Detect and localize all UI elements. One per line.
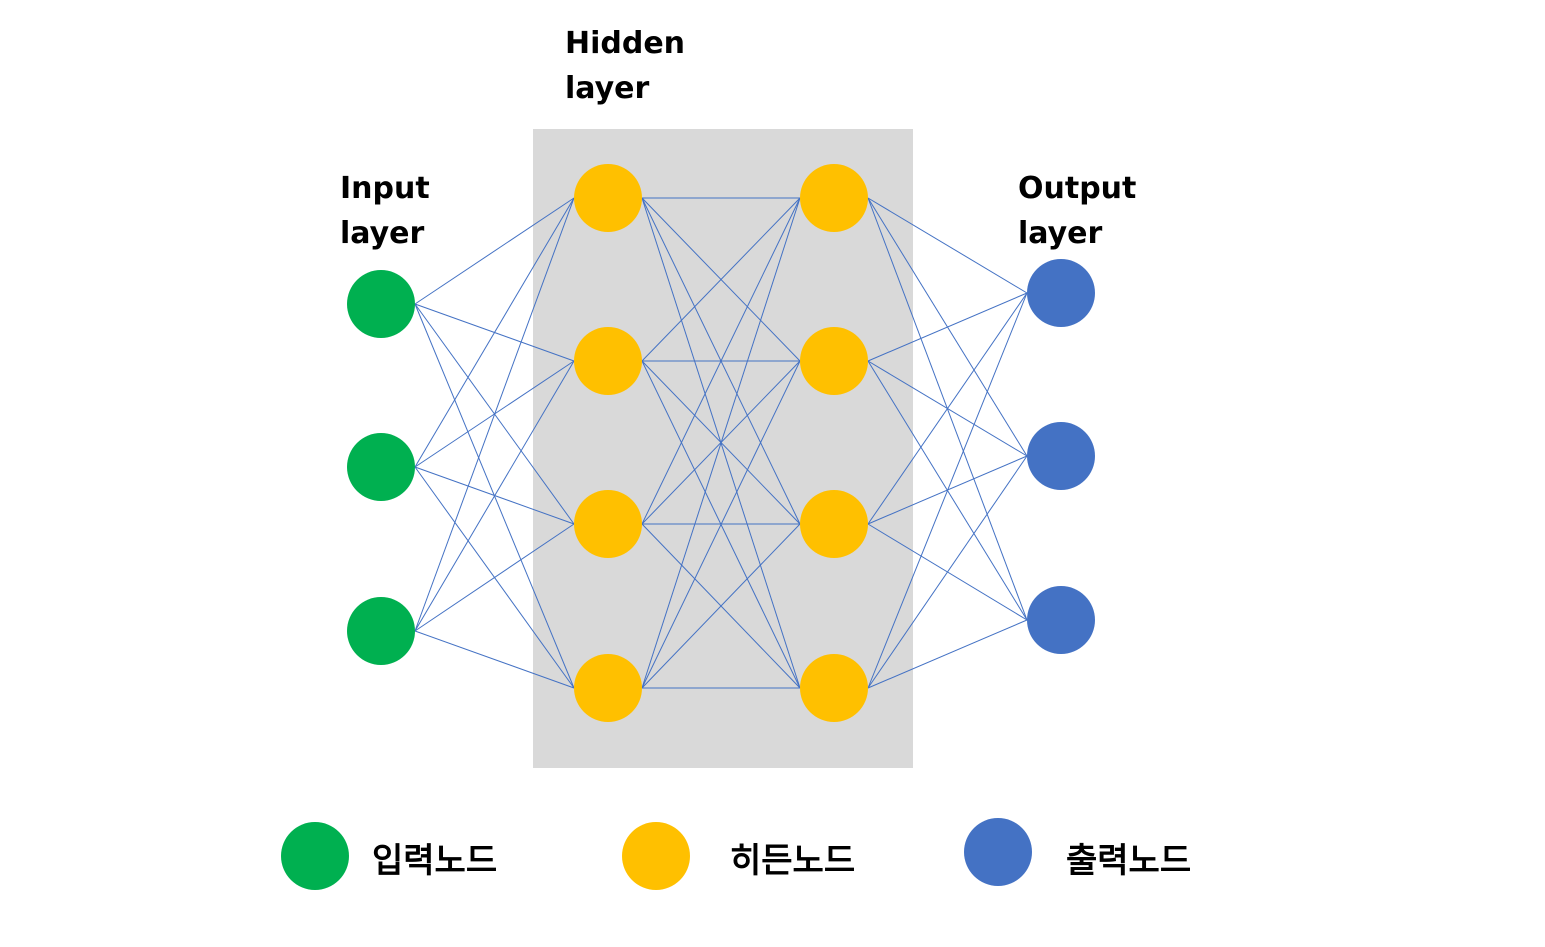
hidden1-node-3: [574, 654, 642, 722]
hidden2-node-1: [800, 327, 868, 395]
edge-hidden1-1-hidden2-0: [641, 197, 801, 362]
edge-hidden2-3-output-0: [867, 292, 1028, 689]
hidden2-node-3: [800, 654, 868, 722]
hidden2-node-2: [800, 490, 868, 558]
edge-hidden1-3-hidden2-1: [641, 360, 801, 689]
edge-input-2-hidden1-2: [414, 523, 575, 632]
hidden1-node-1: [574, 327, 642, 395]
input-node-2: [347, 597, 415, 665]
edge-input-2-hidden1-3: [414, 630, 575, 689]
input-node-1: [347, 433, 415, 501]
legend-output-dot: [964, 818, 1032, 886]
legend-input-label: 입력노드: [372, 841, 498, 881]
edge-input-2-hidden1-0: [414, 197, 575, 632]
legend-output-label: 출력노드: [1066, 841, 1192, 881]
output-node-0: [1027, 259, 1095, 327]
hidden-layer-label: Hidden layer: [565, 26, 686, 106]
edge-hidden2-1-output-0: [867, 292, 1028, 362]
edge-hidden1-2-hidden2-0: [641, 197, 801, 525]
edge-hidden2-3-output-1: [867, 455, 1028, 689]
output-layer-label: Output layer: [1018, 171, 1137, 251]
legend-hidden-label: 히든노드: [730, 841, 856, 881]
output-node-1: [1027, 422, 1095, 490]
hidden1-node-0: [574, 164, 642, 232]
legend-hidden-dot: [622, 822, 690, 890]
nodes: [347, 164, 1095, 722]
edge-hidden1-3-hidden2-0: [641, 197, 801, 689]
edge-input-1-hidden1-0: [414, 197, 575, 468]
output-node-2: [1027, 586, 1095, 654]
connections: [414, 197, 1028, 689]
edge-hidden2-2-output-0: [867, 292, 1028, 525]
hidden1-node-2: [574, 490, 642, 558]
input-node-0: [347, 270, 415, 338]
hidden2-node-0: [800, 164, 868, 232]
legend-input-dot: [281, 822, 349, 890]
edge-input-2-hidden1-1: [414, 360, 575, 632]
edge-hidden1-3-hidden2-2: [641, 523, 801, 689]
edge-hidden2-3-output-2: [867, 619, 1028, 689]
edge-hidden2-0-output-0: [867, 197, 1028, 294]
input-layer-label: Input layer: [340, 171, 430, 251]
edge-input-0-hidden1-0: [414, 197, 575, 305]
